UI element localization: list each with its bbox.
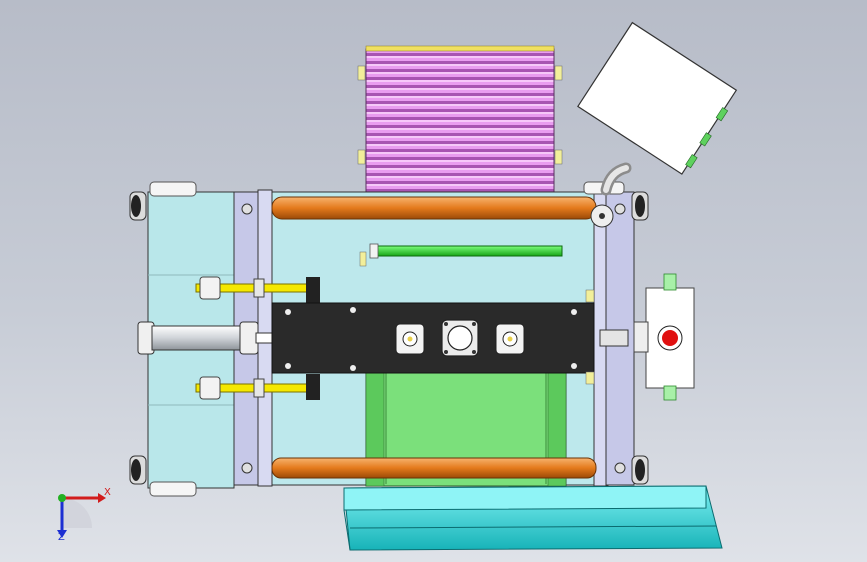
push-button-box[interactable] xyxy=(633,273,695,401)
black-crossbar[interactable] xyxy=(271,302,595,374)
orange-rod-bottom[interactable] xyxy=(271,457,597,479)
angled-control-box[interactable] xyxy=(577,21,740,177)
right-fasteners xyxy=(583,181,649,485)
center-fitting[interactable] xyxy=(441,319,479,357)
left-fitting[interactable] xyxy=(395,323,425,355)
right-fitting[interactable] xyxy=(495,323,525,355)
red-indicator[interactable] xyxy=(662,330,678,346)
yellow-push-rod-bottom[interactable] xyxy=(195,374,320,400)
cyan-base-plate[interactable] xyxy=(343,485,723,551)
pneumatic-cylinder[interactable] xyxy=(137,321,275,355)
green-rod[interactable] xyxy=(359,243,563,267)
yellow-push-rod-top[interactable] xyxy=(195,276,320,303)
z-axis-label: Z xyxy=(58,532,65,543)
x-axis-label: X xyxy=(104,487,111,498)
orange-rod-top[interactable] xyxy=(271,196,597,220)
origin-marker xyxy=(58,494,66,502)
coordinate-triad xyxy=(57,493,106,538)
control-box-conduit xyxy=(600,162,632,196)
plate-bolts xyxy=(241,203,626,474)
